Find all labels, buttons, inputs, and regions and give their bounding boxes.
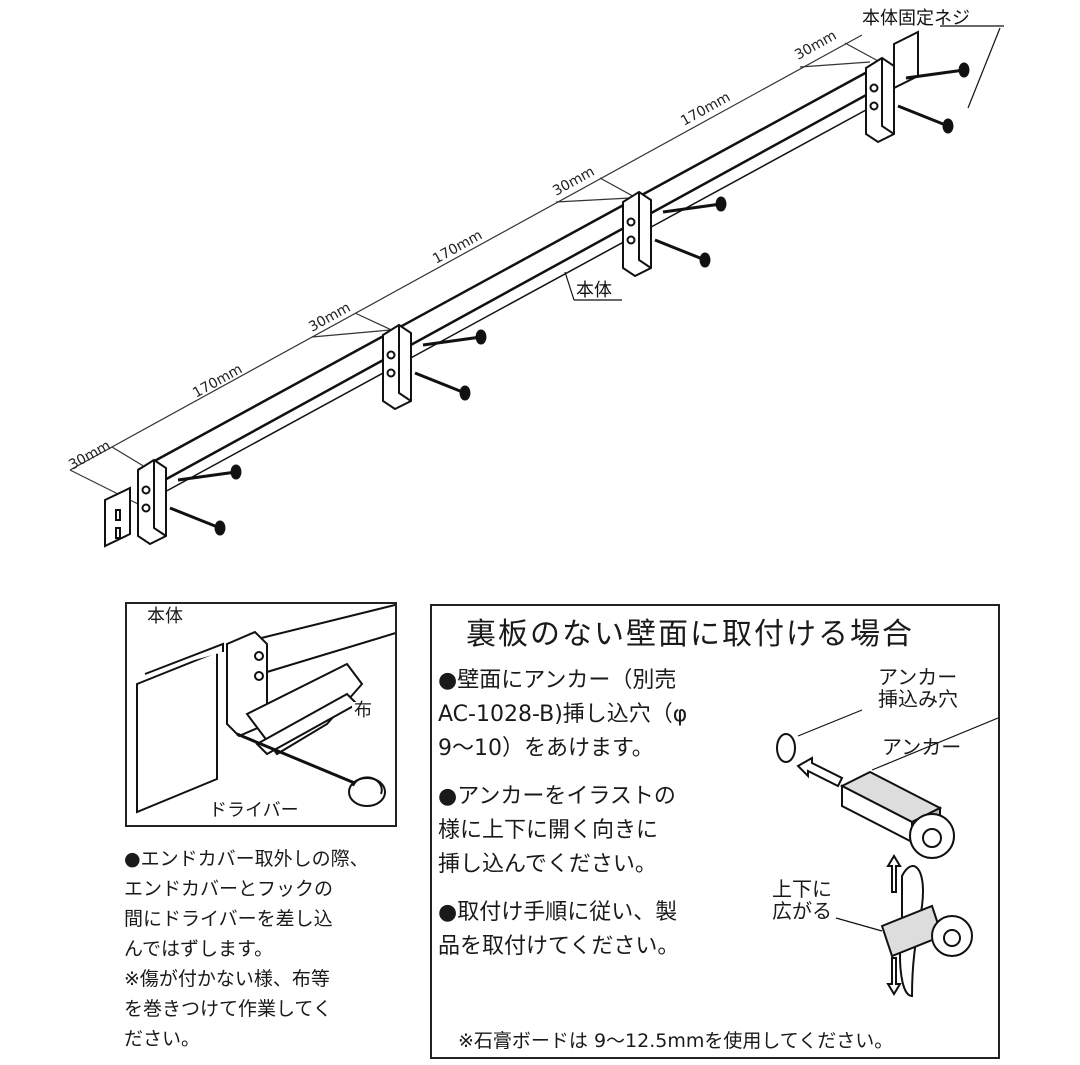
screw-label: 本体固定ネジ (862, 8, 970, 29)
detail-cloth-label: 布 (352, 700, 374, 721)
screw (169, 506, 226, 536)
step-1: ●壁面にアンカー（別売 AC-1028-B)挿し込穴（φ 9〜10）をあけます。 (438, 664, 768, 766)
detail-drawing (136, 604, 395, 814)
screw (897, 104, 954, 134)
step-line: AC-1028-B)挿し込穴（φ (438, 702, 688, 727)
screw (654, 238, 711, 268)
body-label: 本体 (576, 280, 612, 301)
step-line: 品を取付けてください。 (438, 934, 680, 959)
dim-label: 30mm (792, 28, 839, 64)
bracket (622, 190, 652, 278)
step-3: ●取付け手順に従い、製 品を取付けてください。 (438, 896, 768, 964)
note-line: エンドカバーとフックの (124, 878, 334, 900)
screw (177, 464, 242, 482)
step-line: 様に上下に開く向きに (438, 818, 659, 843)
rail-isometric-diagram: 30mm 170mm 30mm 170mm 30mm 170mm 30mm 本体… (66, 8, 1004, 548)
screws (169, 62, 970, 536)
anchor-illustration (776, 709, 998, 998)
note-line: ●エンドカバー取外しの際、 (124, 848, 369, 870)
note-line: 間にドライバーを差し込 (124, 908, 333, 930)
bracket (382, 323, 412, 411)
step-line: ●アンカーをイラストの (438, 784, 676, 809)
screw (414, 371, 471, 401)
note-line: んではずします。 (124, 938, 274, 960)
anchor-hole-icon (776, 733, 796, 763)
note-line: を巻きつけて作業してく (124, 998, 332, 1020)
anchor-label: アンカー (882, 735, 962, 759)
bracket (104, 458, 167, 548)
brackets (104, 30, 919, 548)
detail-driver-label: ドライバー (207, 800, 301, 821)
callout-body: 本体 (564, 271, 622, 301)
arrow-down-icon (886, 957, 902, 996)
dimension-labels: 30mm 170mm 30mm 170mm 30mm 170mm 30mm (66, 28, 839, 474)
gypsum-note: ※石膏ボードは 9〜12.5mmを使用してください。 (458, 1030, 894, 1052)
screw (905, 62, 970, 80)
screw (422, 329, 487, 347)
arrow-left-icon (796, 756, 844, 788)
hole-label: アンカー 挿込み穴 (878, 665, 958, 711)
arrow-up-icon (886, 854, 902, 893)
anchor-title: 裏板のない壁面に取付ける場合 (466, 617, 914, 652)
dim-label: 170mm (430, 227, 485, 267)
anchor-instructions-box: 裏板のない壁面に取付ける場合 ●壁面にアンカー（別売 AC-1028-B)挿し込… (430, 604, 1000, 1059)
dim-label: 30mm (66, 438, 113, 474)
dim-label: 170mm (678, 89, 733, 129)
endcover-detail-illustration: 本体 布 ドライバー (125, 602, 397, 827)
note-line: ※傷が付かない様、布等 (124, 968, 330, 990)
dim-label: 170mm (190, 361, 245, 401)
dimension-line (69, 34, 881, 506)
dim-label: 30mm (550, 164, 597, 200)
step-line: ●取付け手順に従い、製 (438, 900, 678, 925)
note-line: ださい。 (124, 1028, 201, 1050)
step-2: ●アンカーをイラストの 様に上下に開く向きに 挿し込んでください。 (438, 780, 768, 882)
step-line: 挿し込んでください。 (438, 852, 657, 877)
callout-screw: 本体固定ネジ (862, 8, 1004, 109)
detail-body-label: 本体 (145, 606, 185, 627)
screw (662, 196, 727, 214)
step-line: 9〜10）をあけます。 (438, 736, 654, 761)
endcover-note: ●エンドカバー取外しの際、 エンドカバーとフックの 間にドライバーを差し込 んで… (124, 844, 414, 1054)
spread-label: 上下に 広がる (772, 877, 832, 923)
step-line: ●壁面にアンカー（別売 (438, 668, 677, 693)
bracket (865, 30, 919, 144)
rail-body (137, 63, 891, 501)
